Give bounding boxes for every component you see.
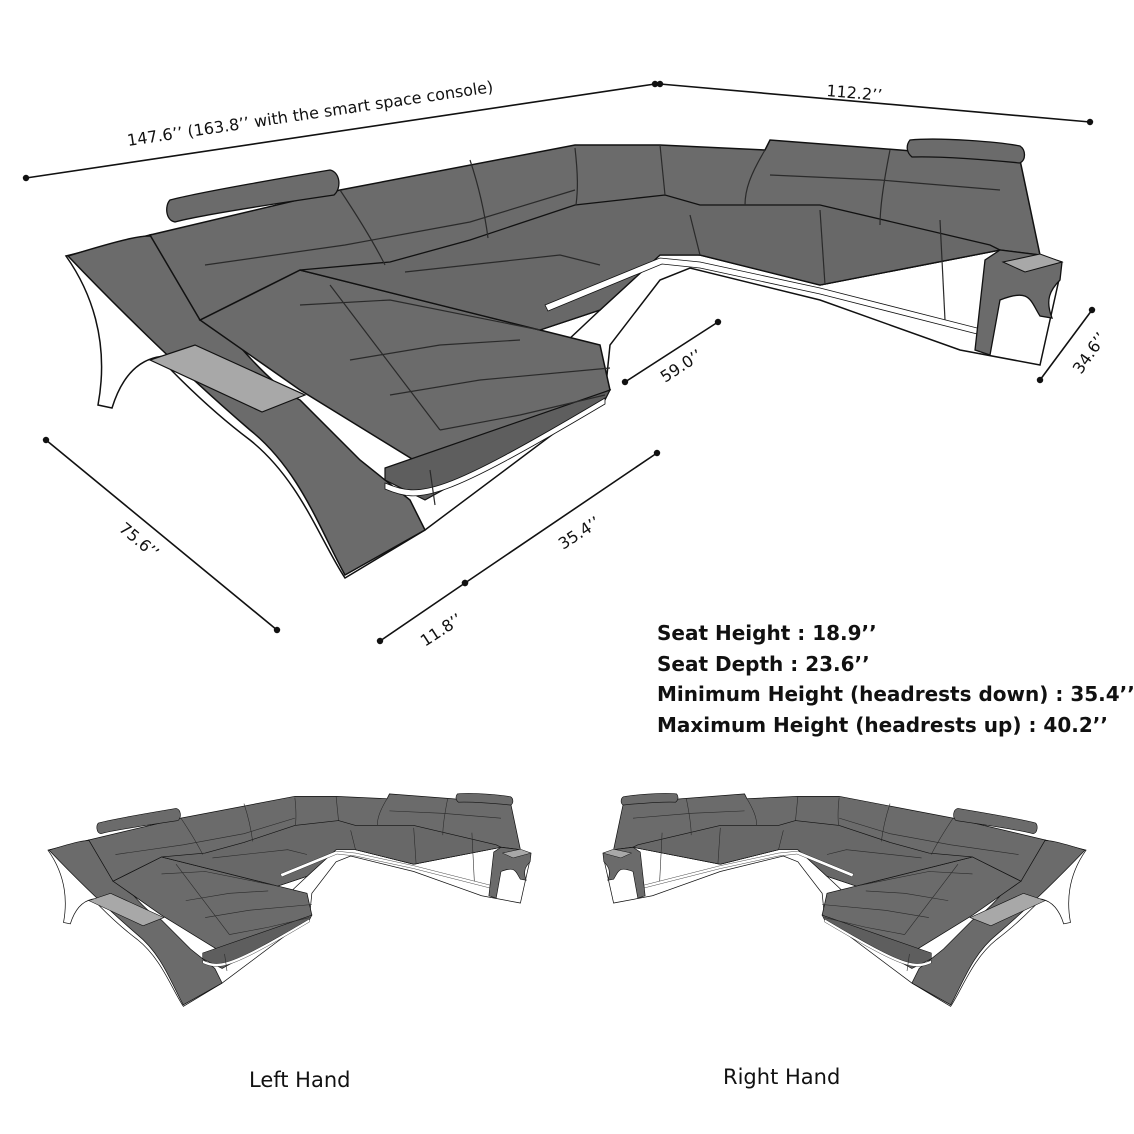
dim-label-right-depth: 34.6’’ xyxy=(1069,329,1111,377)
dim-line-chaise-length xyxy=(42,436,281,634)
spec-seat-depth: Seat Depth : 23.6’’ xyxy=(657,651,870,676)
dim-line-chaise-front xyxy=(461,449,661,587)
dim-label-chaise-length: 75.6’’ xyxy=(115,519,162,563)
caption-left-hand: Left Hand xyxy=(249,1068,351,1092)
caption-right-hand: Right Hand xyxy=(723,1065,841,1089)
dim-line-right-depth xyxy=(1036,306,1096,384)
dim-line-right-width xyxy=(656,80,1094,126)
dim-line-chaise-inner xyxy=(621,318,722,386)
dim-label-chaise-inner: 59.0’’ xyxy=(657,345,706,386)
dim-line-total-width xyxy=(22,80,659,182)
spec-min-height: Minimum Height (headrests down) : 35.4’’ xyxy=(657,682,1134,706)
dim-label-chaise-front: 35.4’’ xyxy=(555,512,604,553)
spec-seat-height: Seat Height : 18.9’’ xyxy=(657,621,877,645)
dim-label-total-width: 147.6’’ (163.8’’ with the smart space co… xyxy=(126,77,495,150)
dim-line-arm-front xyxy=(376,579,469,645)
dimension-lines xyxy=(22,80,1096,645)
spec-max-height: Maximum Height (headrests up) : 40.2’’ xyxy=(657,712,1108,737)
spec-list: Seat Height : 18.9’’ Seat Depth : 23.6’’… xyxy=(657,618,1134,740)
sofa-main-view xyxy=(65,138,1063,579)
sofa-right-hand-view xyxy=(602,793,1087,1007)
sofa-left-hand-view xyxy=(47,793,532,1007)
dim-label-arm-front: 11.8’’ xyxy=(417,609,466,650)
dim-label-right-width: 112.2’’ xyxy=(826,81,883,105)
